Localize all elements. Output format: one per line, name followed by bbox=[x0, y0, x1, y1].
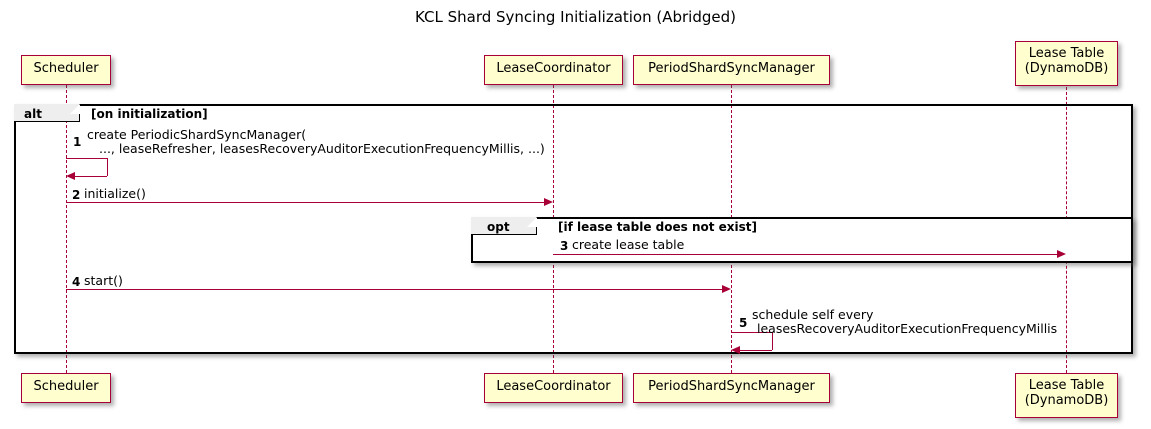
message-5-arrowhead bbox=[731, 345, 740, 354]
participant-period-shard-sync-manager-top[interactable]: PeriodShardSyncManager bbox=[633, 55, 830, 85]
message-5-arrow-top bbox=[731, 332, 772, 333]
message-3-number: 3 bbox=[560, 239, 569, 253]
fragment-opt-condition: [if lease table does not exist] bbox=[558, 220, 758, 234]
participant-period-shard-sync-manager-top-label: PeriodShardSyncManager bbox=[648, 61, 815, 76]
message-2-arrowhead bbox=[544, 197, 553, 206]
message-5-text-line-2: leasesRecoveryAuditorExecutionFrequencyM… bbox=[757, 321, 1058, 336]
lifeline-scheduler bbox=[66, 85, 67, 373]
participant-lease-table-bottom-label-line-1: Lease Table bbox=[1028, 378, 1105, 393]
message-2-number: 2 bbox=[72, 188, 81, 202]
message-1-number: 1 bbox=[73, 135, 82, 149]
message-1-arrow-bottom bbox=[74, 176, 107, 177]
message-3-arrow-line bbox=[553, 254, 1057, 255]
message-5-arrow-bottom bbox=[739, 350, 772, 351]
message-4-text: start() bbox=[84, 273, 123, 288]
participant-scheduler-top[interactable]: Scheduler bbox=[21, 55, 111, 85]
message-1-text-line-1: create PeriodicShardSyncManager( bbox=[87, 127, 307, 142]
fragment-alt-tab-corner bbox=[70, 104, 80, 114]
participant-scheduler-top-label: Scheduler bbox=[33, 61, 99, 76]
participant-lease-coordinator-bottom[interactable]: LeaseCoordinator bbox=[484, 373, 623, 403]
message-2-arrow-line bbox=[66, 202, 544, 203]
fragment-alt-condition: [on initialization] bbox=[91, 107, 208, 121]
participant-lease-coordinator-bottom-label: LeaseCoordinator bbox=[496, 379, 611, 394]
message-4-arrowhead bbox=[722, 284, 731, 293]
message-5-number: 5 bbox=[739, 316, 748, 330]
message-5-arrow-side bbox=[772, 332, 773, 350]
message-5-text-line-1: schedule self every bbox=[752, 307, 874, 322]
message-1-arrowhead bbox=[66, 171, 75, 180]
message-2-text: initialize() bbox=[84, 186, 146, 201]
fragment-opt-operator: opt bbox=[487, 220, 510, 234]
participant-lease-table-top-label-line-1: Lease Table bbox=[1028, 46, 1105, 61]
fragment-opt-box bbox=[471, 217, 1133, 263]
fragment-alt-operator: alt bbox=[24, 107, 42, 121]
participant-lease-coordinator-top[interactable]: LeaseCoordinator bbox=[484, 55, 623, 85]
fragment-opt-tab-corner bbox=[527, 217, 537, 227]
participant-period-shard-sync-manager-bottom[interactable]: PeriodShardSyncManager bbox=[633, 373, 830, 403]
participant-period-shard-sync-manager-bottom-label: PeriodShardSyncManager bbox=[648, 379, 815, 394]
participant-lease-table-bottom-label-line-2: (DynamoDB) bbox=[1024, 393, 1109, 408]
participant-scheduler-bottom-label: Scheduler bbox=[33, 379, 99, 394]
participant-scheduler-bottom[interactable]: Scheduler bbox=[21, 373, 111, 403]
message-4-arrow-line bbox=[66, 289, 722, 290]
participant-lease-table-bottom[interactable]: Lease Table (DynamoDB) bbox=[1015, 373, 1118, 418]
diagram-title: KCL Shard Syncing Initialization (Abridg… bbox=[415, 8, 736, 26]
participant-lease-table-top-label-line-2: (DynamoDB) bbox=[1024, 61, 1109, 76]
message-1-arrow-top bbox=[66, 158, 107, 159]
participant-lease-table-top[interactable]: Lease Table (DynamoDB) bbox=[1015, 41, 1118, 86]
message-1-arrow-side bbox=[107, 158, 108, 176]
message-1-text-line-2: ..., leaseRefresher, leasesRecoveryAudit… bbox=[99, 141, 545, 156]
message-3-text: create lease table bbox=[572, 237, 685, 252]
message-4-number: 4 bbox=[72, 275, 81, 289]
message-3-arrowhead bbox=[1057, 249, 1066, 258]
participant-lease-coordinator-top-label: LeaseCoordinator bbox=[496, 61, 611, 76]
